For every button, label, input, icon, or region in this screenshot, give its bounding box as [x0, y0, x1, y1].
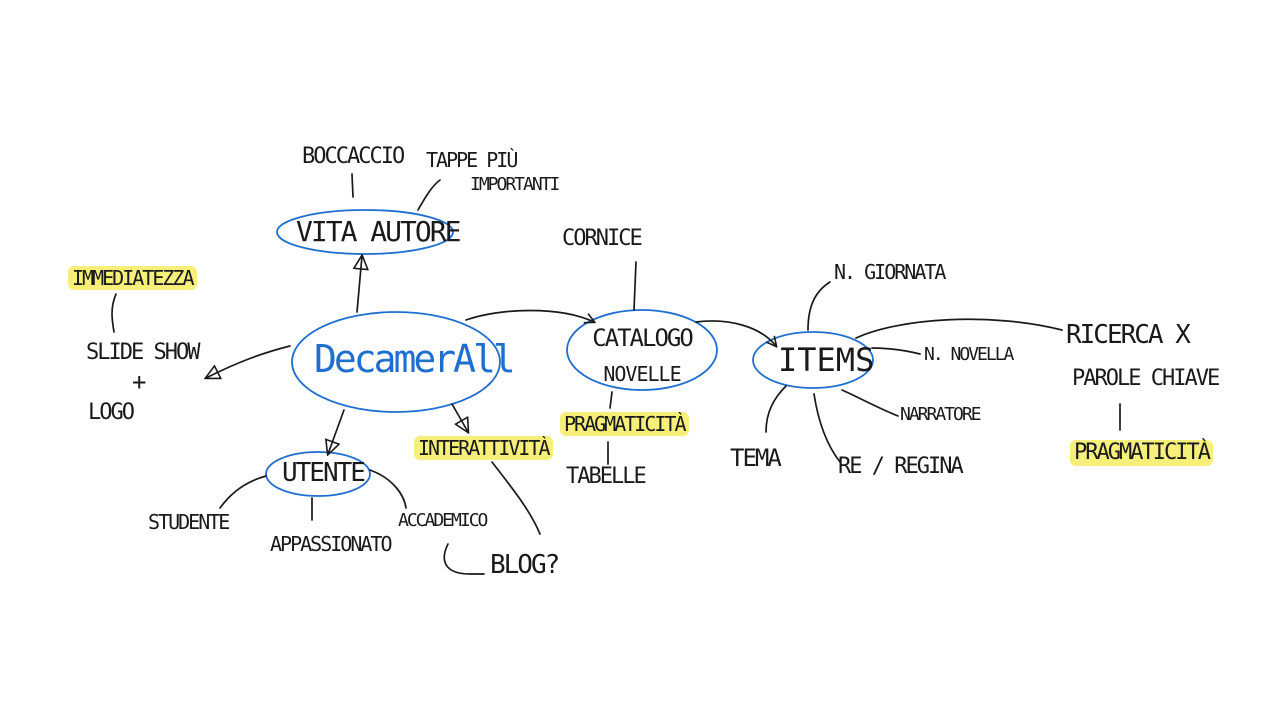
connector-center-vita [357, 256, 362, 313]
node-items-label: ITEMS [778, 341, 875, 379]
node-outline-center [291, 311, 501, 413]
label-slideshow-line1: SLIDE SHOW [86, 340, 200, 365]
label-appassionato: APPASSIONATO [270, 532, 392, 556]
connector-vita-tappe [417, 179, 441, 211]
label-tabelle: TABELLE [566, 464, 647, 489]
node-catalogo-label-line1: CATALOGO [592, 324, 694, 352]
label-cornice: CORNICE [562, 226, 643, 251]
node-utente-label: UTENTE [282, 458, 366, 488]
node-vita-autore-label: VITA AUTORE [296, 215, 461, 248]
connector-accademico-blog [443, 543, 485, 575]
label-slideshow-plus: + [132, 368, 147, 396]
label-ricerca-line2: PAROLE CHIAVE [1072, 366, 1220, 391]
label-narratore: NARRATORE [900, 404, 982, 425]
node-catalogo-label-line2: NOVELLE [603, 362, 681, 386]
label-studente: STUDENTE [148, 510, 230, 534]
connector-center-interattivita [451, 403, 468, 432]
connector-items-novella [871, 347, 921, 355]
label-accademico: ACCADEMICO [398, 510, 488, 531]
label-slideshow-line2: LOGO [88, 400, 135, 425]
connector-catalogo-pragmaticita [609, 391, 613, 409]
node-outline-catalogo [566, 309, 718, 391]
label-pragmaticita-ricerca: PRAGMATICITÀ [1070, 440, 1213, 466]
label-tappe-line1: TAPPE PIÙ [426, 148, 518, 172]
connector-center-catalogo [465, 309, 594, 323]
label-tappe-line2: IMPORTANTI [470, 174, 560, 195]
label-boccaccio: BOCCACCIO [302, 144, 405, 169]
connector-utente-accademico [369, 469, 407, 509]
connector-vita-boccaccio [351, 173, 354, 198]
connector-utente-studente [219, 475, 267, 509]
label-n-novella: N. NOVELLA [924, 344, 1014, 365]
connector-items-ricerca [855, 318, 1063, 339]
connector-items-tema [765, 385, 787, 433]
connector-items-narratore [841, 389, 899, 417]
label-immediatezza: IMMEDIATEZZA [68, 266, 197, 290]
label-ricerca-line1: RICERCA X [1066, 320, 1191, 350]
node-outline-utente [265, 451, 371, 497]
connector-center-utente [328, 409, 345, 454]
label-interattivita: INTERATTIVITÀ [414, 436, 553, 460]
label-pragmaticita-catalogo: PRAGMATICITÀ [560, 412, 689, 436]
connector-cornice-catalogo [633, 261, 637, 311]
connector-catalogo-items [695, 320, 776, 346]
connector-items-re-regina [813, 393, 841, 463]
node-outline-items [752, 331, 874, 389]
label-re-regina: RE / REGINA [838, 454, 964, 479]
label-blog: BLOG? [490, 550, 560, 580]
connector-center-slideshow [206, 345, 291, 378]
node-center-label: DecamerAll [314, 337, 516, 381]
connector-interattivita-blog [491, 461, 541, 535]
label-tema: TEMA [730, 444, 782, 472]
label-n-giornata: N. GIORNATA [834, 260, 946, 284]
connector-items-giornata [807, 281, 831, 331]
connector-immediatezza-slideshow [111, 293, 117, 333]
